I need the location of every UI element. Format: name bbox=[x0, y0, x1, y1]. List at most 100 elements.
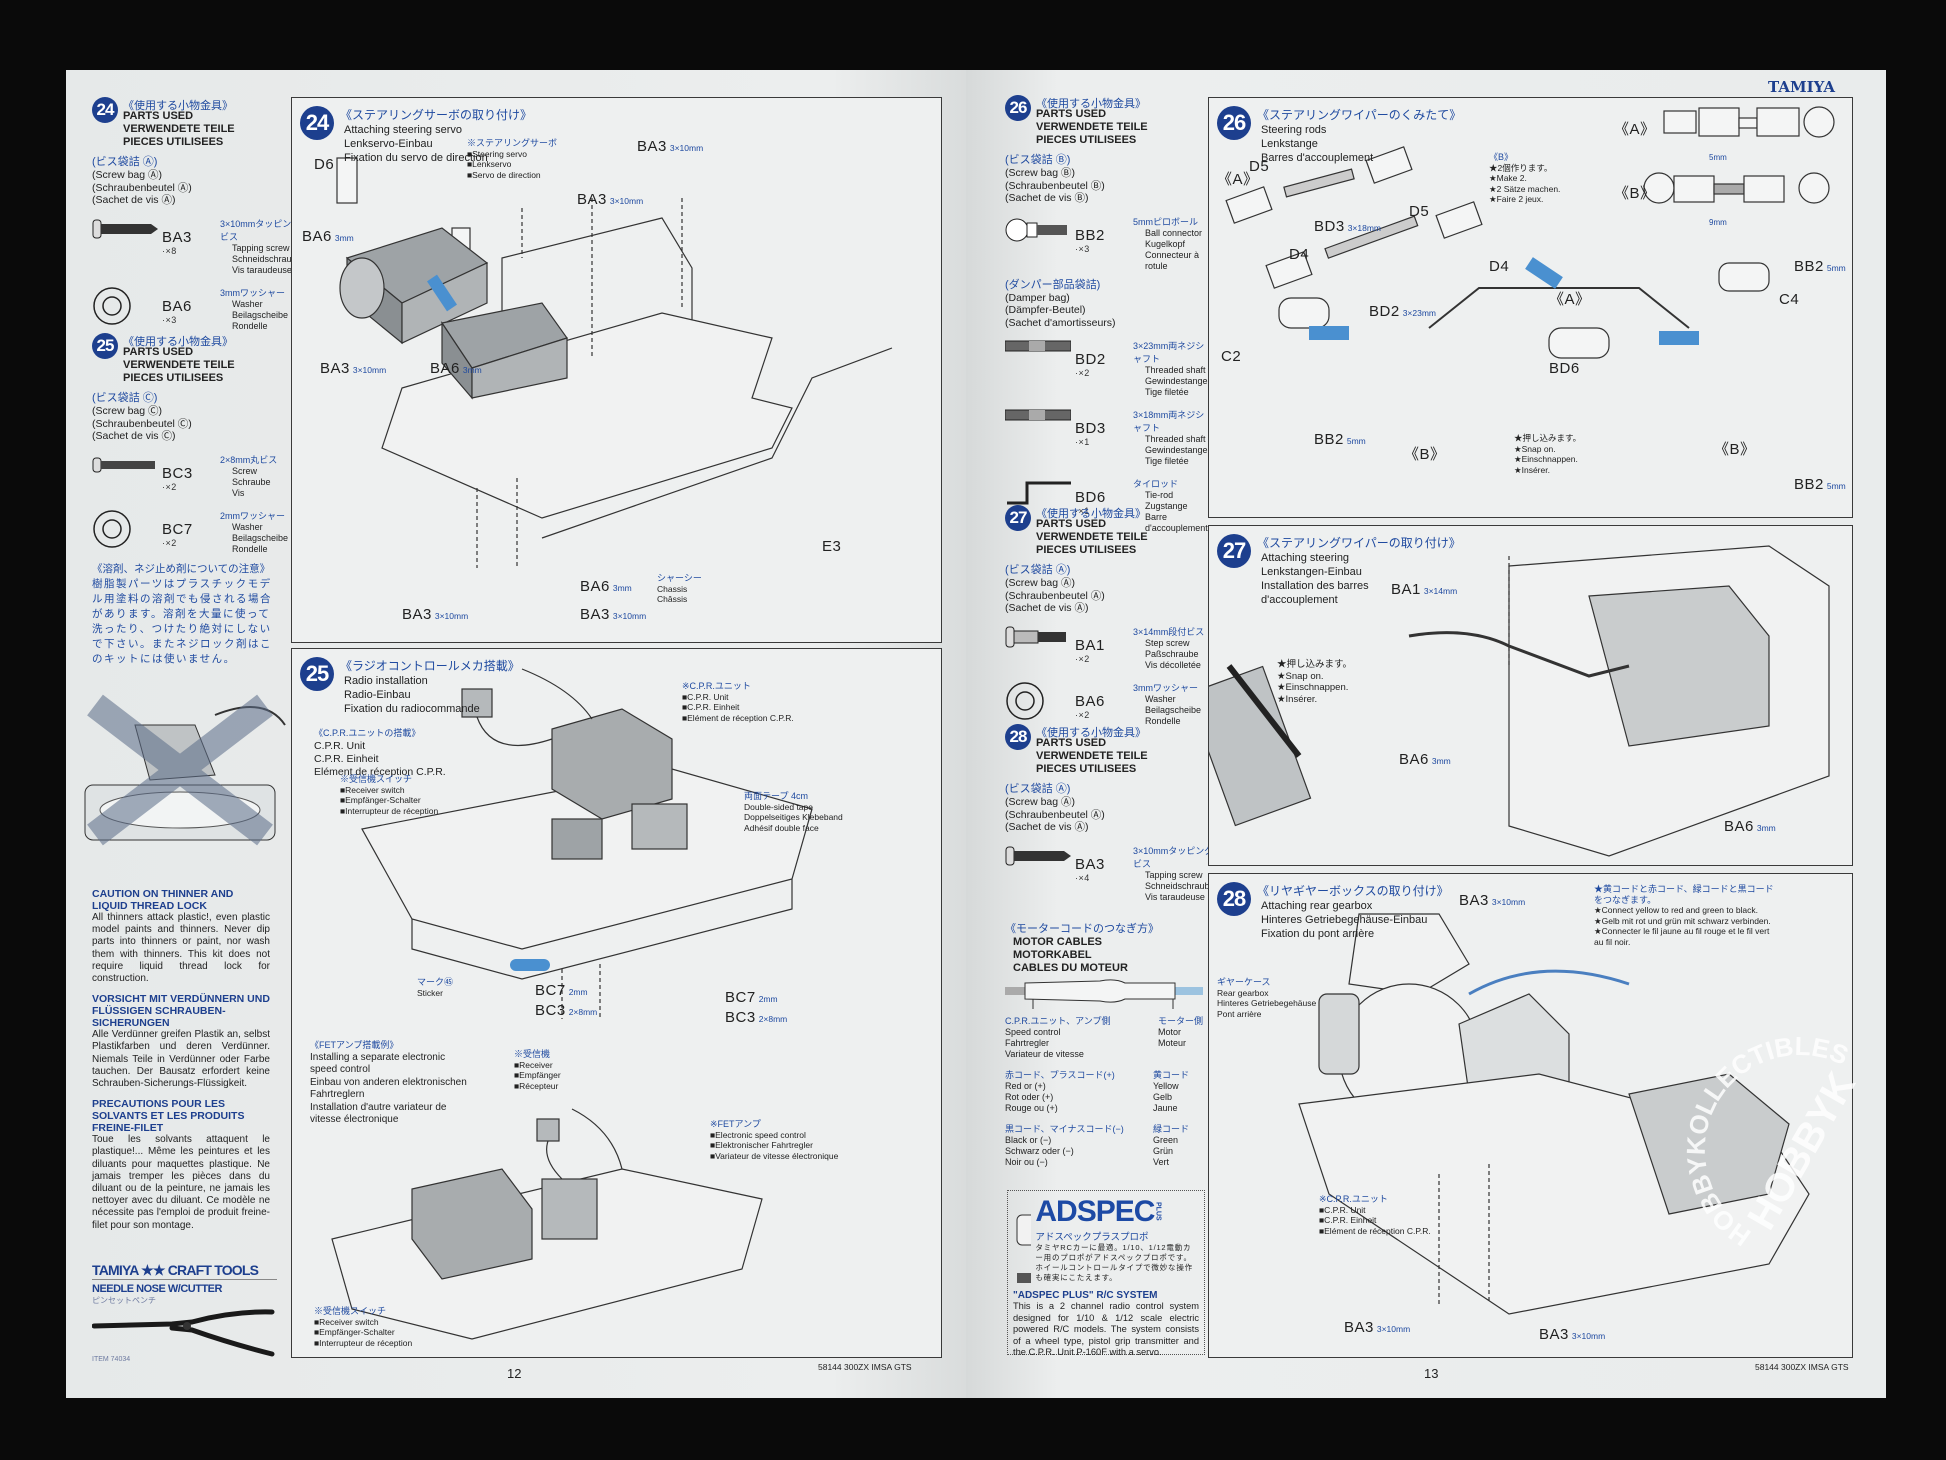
part-code: BA3 bbox=[1344, 1319, 1374, 1336]
text-line: Green bbox=[1153, 1135, 1179, 1145]
model-footer-left: 58144 300ZX IMSA GTS bbox=[818, 1362, 912, 1372]
bag-title-jp: (ビス袋詰 Ⓑ) bbox=[1005, 154, 1071, 166]
part-code-label: BD2 bbox=[1075, 351, 1106, 368]
part-callout-label: D5 bbox=[1249, 158, 1272, 176]
part-quantity: ·×8 bbox=[162, 245, 177, 256]
text-line: ■Servo de direction bbox=[467, 169, 541, 180]
part-size: 2mm bbox=[568, 987, 588, 997]
part-callout-label: 《A》 bbox=[1614, 118, 1659, 139]
caution-de-title: VORSICHT MIT VERDÜNNERN UND FLÜSSIGEN SC… bbox=[92, 993, 270, 1030]
part-callout-label: C4 bbox=[1779, 291, 1802, 309]
step-title-jp: 《ステアリングサーボの取り付け》 bbox=[340, 108, 533, 122]
text-line: PIECES UTILISEES bbox=[123, 136, 224, 148]
text-line: MOTOR CABLES bbox=[1013, 936, 1103, 948]
text-line: Fixation du pont arrière bbox=[1261, 928, 1375, 940]
text-line: PARTS USED bbox=[1036, 518, 1107, 530]
text-line: VERWENDETE TEILE bbox=[123, 123, 235, 135]
part-code: BA6 bbox=[1724, 818, 1754, 835]
caution-en-title: CAUTION ON THINNER AND LIQUID THREAD LOC… bbox=[92, 888, 234, 912]
black-cable-jp: 黒コード、マイナスコード(−) bbox=[1005, 1124, 1124, 1134]
tapping-screw-icon bbox=[1005, 844, 1075, 873]
text-line: (Schraubenbeutel Ⓐ) bbox=[1005, 808, 1105, 821]
part-code: C2 bbox=[1221, 348, 1242, 365]
text-line: Washer bbox=[232, 298, 263, 309]
text-line: ■Empfänger-Schalter bbox=[314, 1327, 395, 1337]
part-name-jp: 2×8mm丸ビス bbox=[220, 454, 278, 465]
part-size: 3×10mm bbox=[1571, 1331, 1606, 1341]
green-cable-jp: 緑コード bbox=[1153, 1124, 1190, 1134]
text-line: Kugelkopf bbox=[1145, 238, 1186, 249]
text-line: (Schraubenbeutel Ⓐ) bbox=[92, 181, 192, 194]
part-quantity: ·×3 bbox=[1075, 243, 1090, 254]
part-code: BB2·×3 bbox=[1075, 215, 1133, 254]
text-line: ★Einschnappen. bbox=[1514, 454, 1578, 464]
part-callout-label: 《B》 bbox=[1404, 443, 1449, 464]
text-line: Schwarz oder (−) bbox=[1005, 1146, 1074, 1156]
step-24-panel: 24《ステアリングサーボの取り付け》Attaching steering ser… bbox=[291, 97, 942, 643]
part-code-label: BA1 bbox=[1075, 636, 1105, 654]
tamiya-logo: TAMIYA bbox=[1768, 78, 1835, 96]
text-line: (Sachet de vis Ⓒ) bbox=[92, 430, 176, 442]
part-code: D4 bbox=[1489, 258, 1510, 275]
part-quantity: ·×2 bbox=[162, 537, 177, 548]
note-jp: ※受信機 bbox=[514, 1049, 551, 1059]
text-line: Adhésif double face bbox=[744, 822, 819, 833]
text-line: PARTS USED bbox=[1036, 108, 1107, 120]
caution-en-body: All thinners attack plastic!, even plast… bbox=[92, 912, 270, 985]
bag-title-jp: (ダンパー部品袋詰) bbox=[1005, 278, 1101, 291]
text-line: Pont arrière bbox=[1217, 1008, 1262, 1019]
part-name-jp: タイロッド bbox=[1133, 479, 1179, 489]
text-line: Barres d'accouplement bbox=[1261, 152, 1374, 164]
part-name-jp: 3×10mmタッピングビス bbox=[1133, 845, 1214, 869]
bag-title: (Screw bag Ⓐ)(Schraubenbeutel Ⓐ)(Sachet … bbox=[1005, 796, 1205, 834]
text-line: Lenkstange bbox=[1261, 138, 1318, 150]
part-callout-label: C2 bbox=[1221, 348, 1244, 366]
part-code: BB2 bbox=[1794, 476, 1824, 493]
text-line: Attaching rear gearbox bbox=[1261, 900, 1373, 912]
bag-title: (Screw bag Ⓐ)(Schraubenbeutel Ⓐ)(Sachet … bbox=[92, 169, 287, 207]
caution-jp-title: 《溶剤、ネジ止め剤についての注意》 bbox=[92, 563, 271, 575]
text-line: ★Insérer. bbox=[1514, 464, 1550, 475]
part-code: BD2·×2 bbox=[1075, 339, 1133, 378]
part-code: BA3 bbox=[1459, 892, 1489, 909]
part-size: 3×10mm bbox=[609, 196, 644, 206]
solvent-caution: CAUTION ON THINNER AND LIQUID THREAD LOC… bbox=[92, 880, 270, 1232]
part-code-label: BC3 bbox=[162, 464, 193, 482]
text-line: ★Snap on. bbox=[1277, 670, 1324, 682]
text-line: Rondelle bbox=[1145, 715, 1181, 726]
make-two-note: 《B》★2個作ります。★Make 2.★2 Sätze machen.★Fair… bbox=[1489, 152, 1560, 205]
page-number-right: 13 bbox=[1424, 1366, 1439, 1381]
text-line: Threaded shaft bbox=[1145, 365, 1206, 375]
